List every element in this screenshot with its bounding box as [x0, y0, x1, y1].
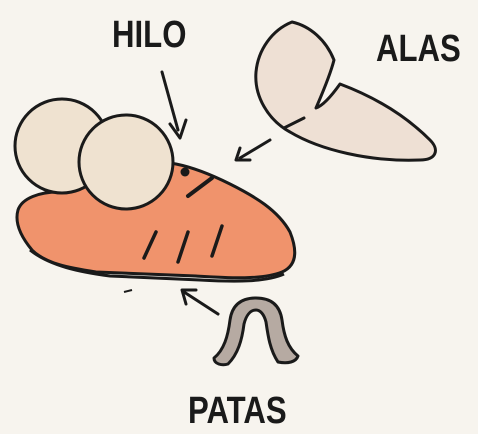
arrow-legs-shaft [184, 292, 218, 314]
legs-piece [214, 298, 298, 365]
body-tick [124, 290, 132, 292]
arrow-thread-shaft [162, 72, 178, 130]
legs-shape [214, 298, 298, 365]
label-wings: ALAS [376, 30, 461, 68]
eye-front [79, 115, 173, 209]
label-thread: HILO [112, 16, 186, 54]
arrow-wings-shaft [240, 140, 270, 158]
thread-hole [181, 168, 190, 177]
fly-eyes [15, 99, 173, 209]
label-legs: PATAS [188, 392, 287, 430]
